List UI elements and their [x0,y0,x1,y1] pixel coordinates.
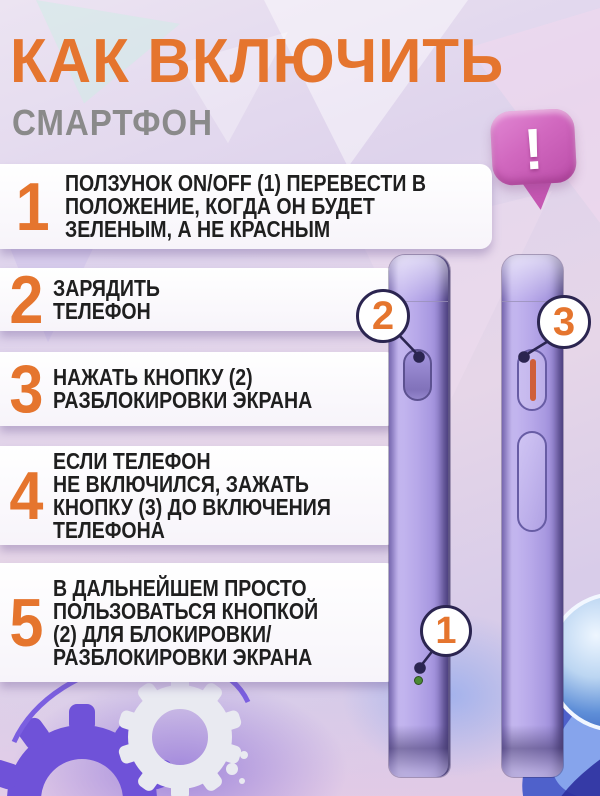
step-4-box: 4 ЕСЛИ ТЕЛЕФОН НЕ ВКЛЮЧИЛСЯ, ЗАЖАТЬ КНОП… [0,446,398,545]
step-4-text: ЕСЛИ ТЕЛЕФОН НЕ ВКЛЮЧИЛСЯ, ЗАЖАТЬ КНОПКУ… [52,447,331,543]
step-3-text: НАЖАТЬ КНОПКУ (2) РАЗБЛОКИРОВКИ ЭКРАНА [52,364,313,413]
page-title: КАК ВКЛЮЧИТЬ [10,27,505,96]
step-4-number: 4 [9,457,44,534]
step-1-number: 1 [15,168,50,245]
exclamation-bubble-icon: ! [489,107,581,208]
step-2-box: 2 ЗАРЯДИТЬ ТЕЛЕФОН [0,261,398,338]
step-1-box: 1 ПОЛЗУНОК ON/OFF (1) ПЕРЕВЕСТИ В ПОЛОЖЕ… [0,164,492,249]
step-3-number: 3 [9,351,44,427]
on-off-indicator-dot [414,676,423,685]
step-5-box: 5 В ДАЛЬНЕЙШЕМ ПРОСТО ПОЛЬЗОВАТЬСЯ КНОПК… [0,563,398,682]
step-5-number: 5 [9,584,44,661]
power-button-on-phone [403,349,432,401]
step-3-box: 3 НАЖАТЬ КНОПКУ (2) РАЗБЛОКИРОВКИ ЭКРАНА [0,352,398,426]
step-1-text: ПОЛЗУНОК ON/OFF (1) ПЕРЕВЕСТИ В ПОЛОЖЕНИ… [65,170,427,242]
callout-3-badge: 3 [537,295,591,349]
volume-button-on-phone [517,431,547,532]
exclamation-mark: ! [522,116,545,183]
step-5-text: В ДАЛЬНЕЙШЕМ ПРОСТО ПОЛЬЗОВАТЬСЯ КНОПКОЙ… [52,574,319,670]
step-2-text: ЗАРЯДИТЬ ТЕЛЕФОН [52,274,160,324]
callout-2-badge: 2 [356,289,410,343]
orange-slider-bar [530,359,536,401]
callout-1-badge: 1 [420,605,472,657]
step-2-number: 2 [9,261,44,338]
slider-slot-on-phone [517,349,547,411]
page-subtitle: СМАРТФОН [12,102,213,143]
